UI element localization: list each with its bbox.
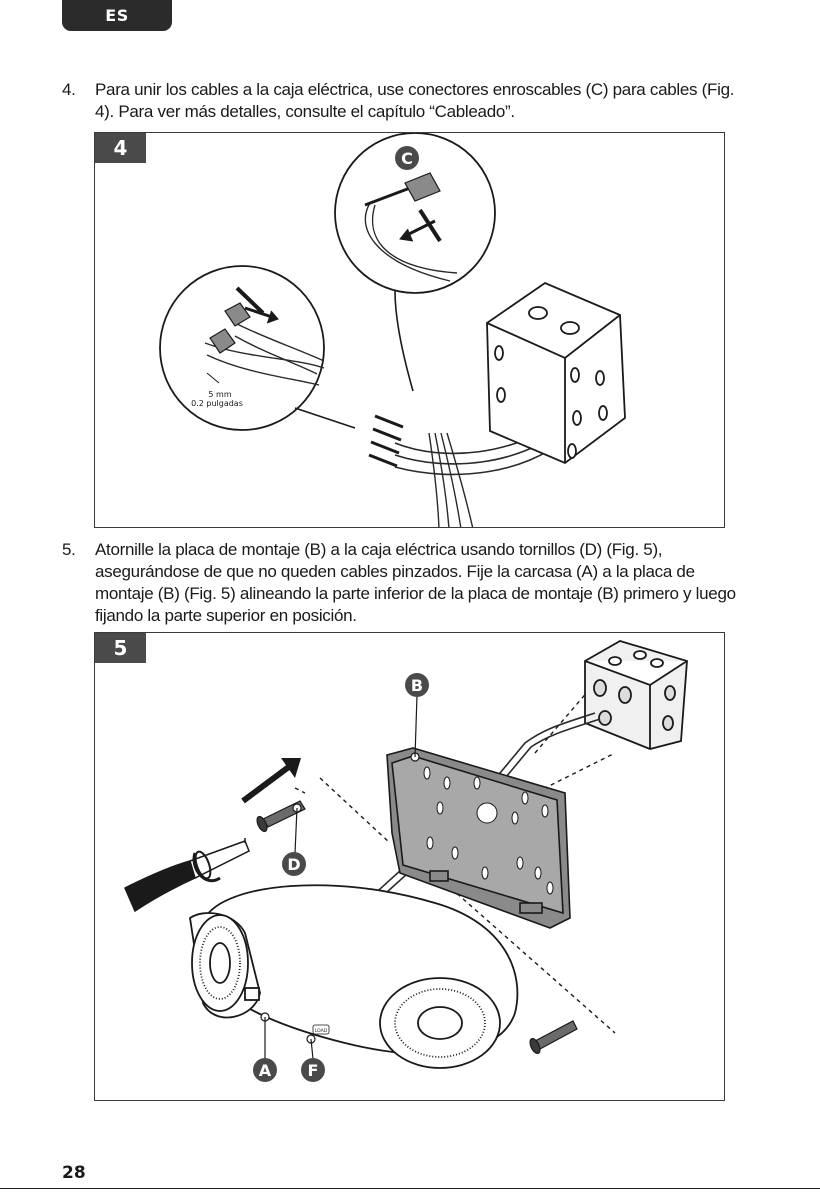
label-d: D — [287, 855, 300, 874]
stripped-wire-ends — [368, 414, 404, 468]
figure-5: 5 — [94, 632, 725, 1101]
label-d-badge — [282, 852, 306, 876]
label-c-badge — [395, 146, 419, 170]
figure-4: 4 — [94, 132, 725, 528]
detail-circle-left: 5 mm 0.2 pulgadas — [159, 265, 356, 431]
device-housing — [189, 884, 519, 1069]
measure-mm: 5 mm — [208, 390, 231, 399]
step-4-text: Para unir los cables a la caja eléctrica… — [95, 80, 735, 121]
device-load-label: LOAD — [315, 1028, 328, 1034]
measure-inches: 0.2 pulgadas — [191, 399, 243, 408]
step-5: 5. Atornille la placa de montaje (B) a l… — [62, 539, 752, 627]
screwdriver — [124, 838, 250, 913]
insert-arrow — [241, 758, 301, 804]
step-4: 4. Para unir los cables a la caja eléctr… — [62, 79, 752, 123]
rotate-arrow-left — [235, 286, 279, 324]
label-c: C — [401, 149, 413, 168]
detail-circle-top: C — [334, 133, 496, 392]
figure-5-tag: 5 — [95, 633, 146, 663]
figure-5-illustration: B D — [124, 640, 688, 1082]
step-5-number: 5. — [62, 540, 76, 559]
label-a-badge — [253, 1058, 277, 1082]
step-5-text: Atornille la placa de montaje (B) a la c… — [95, 540, 736, 625]
step-4-number: 4. — [62, 80, 76, 99]
label-a: A — [259, 1061, 272, 1080]
label-b: B — [411, 676, 423, 695]
cable-bundle — [428, 432, 474, 527]
figure-4-illustration: 5 mm 0.2 pulgadas C — [159, 133, 626, 527]
page-number: 28 — [62, 1163, 86, 1183]
screw-bottom — [529, 1020, 578, 1055]
wires — [369, 712, 601, 903]
bottom-rule — [0, 1188, 820, 1189]
electrical-box — [486, 281, 626, 465]
wire-connector — [404, 172, 441, 202]
electrical-box — [584, 640, 688, 750]
mounting-plate — [386, 747, 571, 929]
rotate-arrow-top — [399, 208, 442, 243]
label-b-badge — [405, 673, 429, 697]
language-tab: ES — [62, 0, 172, 31]
figure-4-tag: 4 — [95, 133, 146, 163]
label-f-badge — [301, 1058, 325, 1082]
label-f: F — [308, 1061, 319, 1080]
